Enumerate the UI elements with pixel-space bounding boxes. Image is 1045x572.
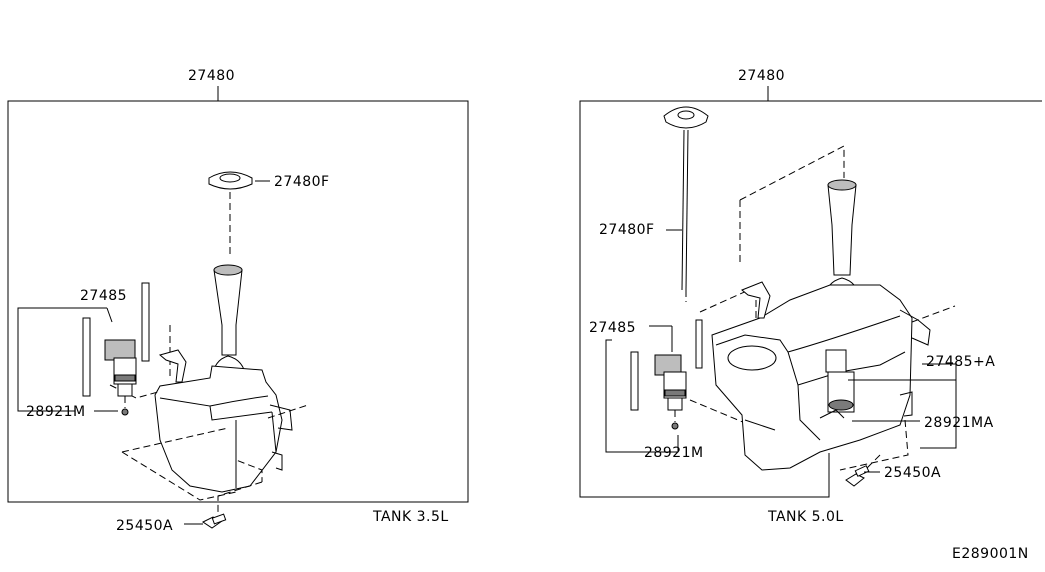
right-internal-pump <box>819 349 855 419</box>
left-hose-2 <box>82 317 91 397</box>
right-tank-label: TANK 5.0L <box>767 509 844 525</box>
left-tank-body <box>154 365 293 493</box>
right-hose-1 <box>695 319 703 369</box>
right-seal2-number: 28921MA <box>924 415 994 431</box>
left-assembly-number: 27480 <box>188 68 235 84</box>
right-tank-body <box>711 284 931 471</box>
left-tank-label: TANK 3.5L <box>372 509 449 525</box>
right-pump-callouts: 27485+A 28921MA <box>848 354 995 449</box>
left-cap: 27480F <box>208 171 330 255</box>
right-motor2-number: 27485+A <box>926 354 995 370</box>
left-diagram: 27480 27480F <box>7 68 469 534</box>
figure-code: E289001N <box>952 546 1029 562</box>
left-bolt-number: 25450A <box>116 518 173 534</box>
left-motor-number: 27485 <box>80 288 127 304</box>
right-bracket <box>741 281 771 319</box>
right-motor-callouts: 27485 28921M <box>589 320 704 461</box>
right-bolt: 25450A <box>845 465 941 487</box>
right-seal-number: 28921M <box>644 445 704 461</box>
right-cap-number: 27480F <box>599 222 655 238</box>
left-hose-1 <box>141 282 150 362</box>
right-bolt-number: 25450A <box>884 465 941 481</box>
left-bracket <box>158 349 187 383</box>
left-seal-number: 28921M <box>26 404 86 420</box>
left-bolt: 25450A <box>116 513 227 534</box>
right-cap-dipstick: 27480F <box>599 106 709 302</box>
left-assembly-frame <box>7 100 469 503</box>
right-hose-2 <box>630 351 639 411</box>
right-motor-number: 27485 <box>589 320 636 336</box>
right-assembly-frame <box>579 100 1042 498</box>
left-washer-motor <box>104 339 137 416</box>
right-dashed-refs <box>689 145 956 476</box>
left-dashed-refs <box>109 325 309 525</box>
left-motor-callouts: 27485 28921M <box>17 288 127 420</box>
right-assembly-number: 27480 <box>738 68 785 84</box>
left-cap-number: 27480F <box>274 174 330 190</box>
right-diagram: 27480 27480F <box>579 68 1042 525</box>
right-washer-motor <box>654 354 687 430</box>
